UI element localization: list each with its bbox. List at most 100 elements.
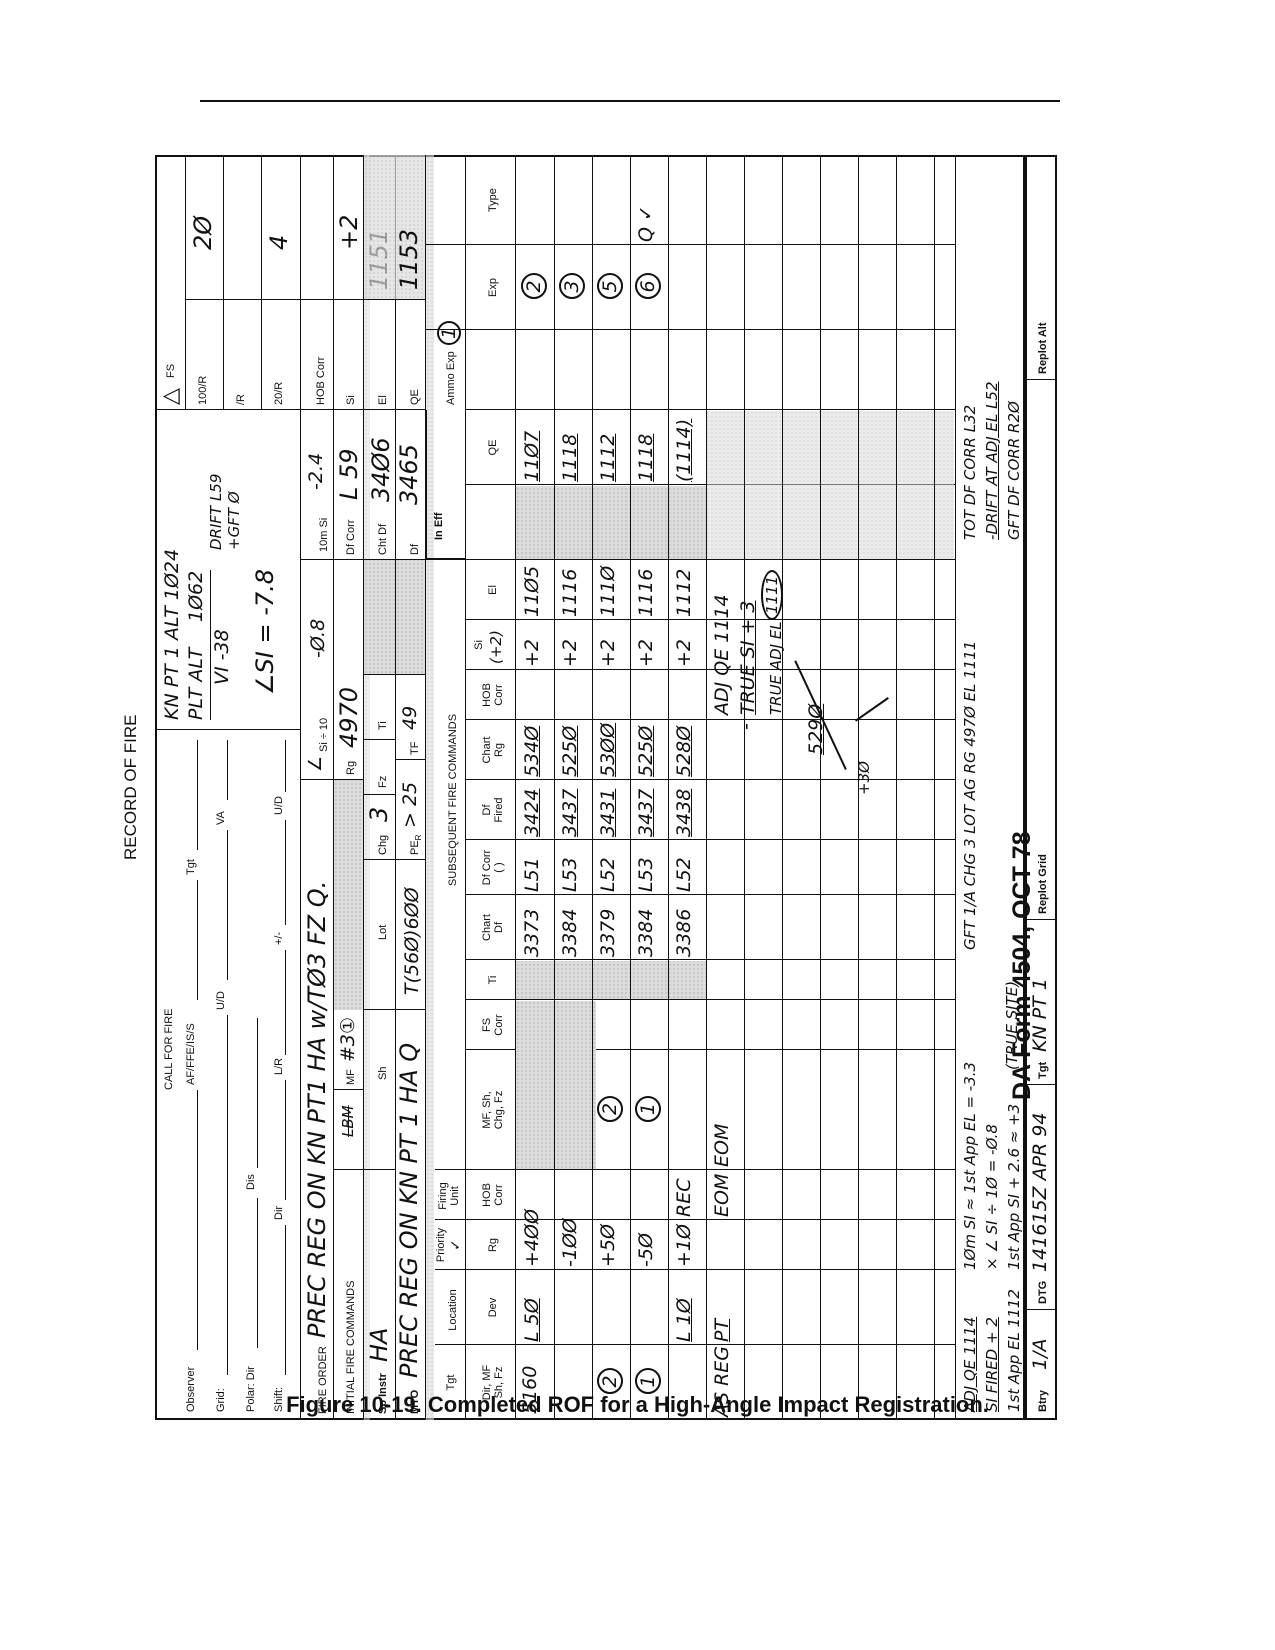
- work-l3-b: 1st App SI + 2.6 ≈ +3: [1005, 1103, 1023, 1270]
- row-3-mf: 1: [635, 1051, 661, 1167]
- qe-value: 1153: [395, 228, 423, 290]
- dash-mark: -: [735, 723, 757, 730]
- row-0-df-corr: L51: [521, 857, 543, 892]
- plt-alt: PLT ALT: [185, 647, 207, 720]
- form-title: RECORD OF FIRE: [121, 714, 140, 860]
- row-divider: [934, 155, 935, 1420]
- chg-label: Chg: [377, 834, 389, 855]
- mto-text: PREC REG ON KN PT 1 HA Q: [395, 1042, 423, 1378]
- cht-df-label: Cht Df: [377, 523, 389, 555]
- row-0-df-fired: 3424: [521, 788, 543, 837]
- col-hob2-corr-label: Corr: [493, 684, 505, 706]
- per-sub: R: [414, 834, 424, 841]
- dir-label: Dir: [273, 1205, 285, 1220]
- col-hob-label: HOB: [481, 1183, 493, 1207]
- chg-value: 3: [365, 806, 393, 822]
- col-df-corr-paren: ( ): [493, 862, 505, 873]
- row-1-df-fired: 3437: [559, 788, 581, 837]
- col-df-fired-label-2: Fired: [493, 797, 505, 823]
- row-divider: [630, 155, 631, 1420]
- row-3-mf-circle: 1: [635, 1096, 661, 1122]
- row-5-mf: EOM: [711, 1123, 733, 1167]
- col-corr-label: Corr: [493, 1184, 505, 1206]
- fs-triangle-icon: △: [157, 388, 182, 405]
- gft-line: +GFT Ø: [225, 491, 243, 550]
- row-1-chart-rg: 525Ø: [559, 725, 581, 777]
- row-0-exp: 2: [521, 246, 547, 327]
- row-1-rg: -1ØØ: [559, 1218, 581, 1267]
- row-4-chart-rg: 528Ø: [673, 725, 695, 777]
- ud2-label: U/D: [273, 796, 285, 815]
- ammo-exp-label: Ammo Exp: [445, 351, 457, 405]
- work-l1-d: TOT DF CORR L32: [961, 404, 979, 540]
- call-for-fire-label: CALL FOR FIRE: [163, 1008, 175, 1091]
- lbm-text: LBM: [339, 1105, 357, 1137]
- row-divider: [744, 155, 745, 1420]
- ti-mto: T(56Ø)6ØØ: [401, 887, 423, 995]
- col-si-label: Si: [473, 640, 485, 650]
- col-qe-label: QE: [487, 439, 499, 456]
- fs-label: FS: [165, 363, 177, 378]
- top-rule: [200, 100, 1060, 102]
- row-0-exp-circle: 2: [521, 273, 547, 300]
- r20-label: 20/R: [273, 381, 285, 405]
- fz-label: Fz: [377, 775, 389, 788]
- row-0-rg: +4ØØ: [521, 1209, 543, 1267]
- priority-label: Priority: [435, 1227, 447, 1263]
- plus30: +3Ø: [855, 761, 873, 795]
- fire-order-text: PREC REG ON KN PT1 HA w/TØ3 FZ Q.: [303, 880, 331, 1338]
- col-rg-label: Rg: [487, 1237, 499, 1253]
- row-2-el: 111Ø: [597, 565, 619, 617]
- col-mf-sh-label: MF, Sh,: [481, 1091, 493, 1129]
- col-chart-df-label: Chart: [481, 914, 493, 941]
- col-fs-corr-label: Corr: [493, 1014, 505, 1036]
- btry-value: 1/A: [1029, 1338, 1051, 1371]
- df-label: Df: [409, 544, 421, 555]
- row-3-el: 1116: [635, 568, 657, 617]
- row-0-chart-rg: 534Ø: [521, 725, 543, 777]
- plt-alt-value: 1Ø62: [185, 570, 207, 622]
- row-3-df-corr: L53: [635, 857, 657, 892]
- r-label: /R: [235, 394, 247, 405]
- si-label: Si: [345, 395, 357, 405]
- col-location-label: Location: [447, 1289, 459, 1331]
- row-2-exp: 5: [597, 246, 623, 327]
- true-adj-el-value: 1111: [761, 569, 783, 620]
- plusminus-label: +/-: [273, 931, 285, 945]
- row-divider: [782, 155, 783, 1420]
- r100-value: 2Ø: [189, 215, 217, 250]
- rg-label: Rg: [345, 760, 357, 775]
- true-adj-el-circle: 1111: [761, 569, 783, 620]
- row-3-df-fired: 3437: [635, 788, 657, 837]
- mf-label: MF: [345, 1069, 357, 1085]
- dis-label: Dis: [245, 1174, 257, 1190]
- row-4-hob: REC: [673, 1178, 695, 1217]
- dtg-label: DTG: [1037, 1280, 1049, 1304]
- work-l2-d: -DRIFT AT ADJ EL L52: [983, 381, 1001, 540]
- row-4-rg: +1Ø: [673, 1224, 695, 1267]
- si-div-icon: ∠: [305, 755, 325, 772]
- row-3-chart-rg: 525Ø: [635, 725, 657, 777]
- adj-qe-work: ADJ QE 1114: [711, 594, 733, 715]
- ammo-exp-value: 1: [437, 321, 461, 345]
- col-el-label: El: [487, 585, 499, 595]
- row-1-qe: 1118: [559, 433, 581, 482]
- mto-shade: [396, 560, 425, 674]
- row-3-exp-circle: 6: [635, 273, 661, 300]
- header-band-shade: [426, 155, 434, 1420]
- af-ffe-label: AF/FFE/IS/S: [185, 1023, 197, 1085]
- sh-label: Sh: [377, 1066, 389, 1080]
- el-label: El: [377, 395, 389, 405]
- table-shade-1: [516, 1001, 596, 1169]
- row-4-qe: (1114): [673, 418, 695, 482]
- row-4-si: +2: [673, 638, 695, 667]
- hob-corr-label: HOB Corr: [315, 356, 327, 405]
- m10-si-label: 10m Si: [318, 517, 330, 552]
- col-si-value: (+2): [487, 630, 505, 664]
- row-divider: [706, 155, 707, 1420]
- si-div-label: Si ÷ 10: [318, 717, 330, 752]
- ammo-exp-circle: 1: [437, 321, 461, 345]
- work-l3-d: GFT DF CORR R2Ø: [1005, 401, 1023, 540]
- col-dev-label: Dev: [487, 1297, 499, 1318]
- row-1-si: +2: [559, 638, 581, 667]
